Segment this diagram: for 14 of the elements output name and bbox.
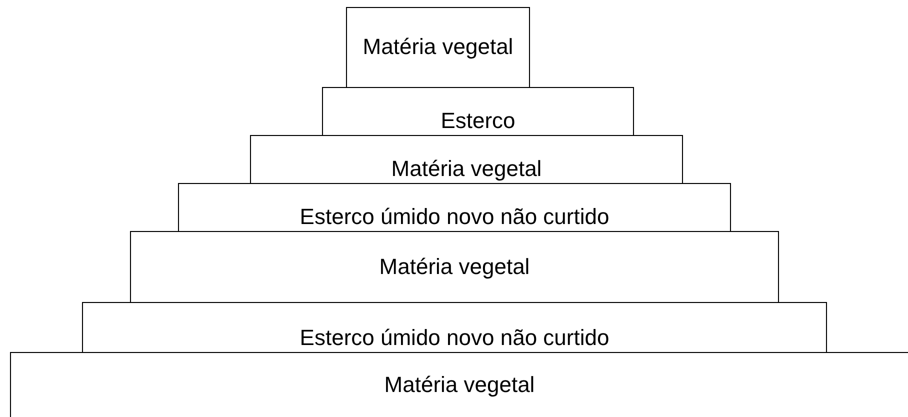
layer-label: Esterco <box>440 108 516 133</box>
pile-layer <box>250 135 683 184</box>
layer-label: Matéria vegetal <box>379 254 530 280</box>
pile-layer <box>178 183 731 232</box>
layer-label: Matéria vegetal <box>384 373 535 398</box>
pile-layer <box>82 302 827 353</box>
pile-layer <box>10 352 908 417</box>
pile-layer <box>130 231 779 303</box>
layer-label: Esterco úmido novo não curtido <box>300 326 610 350</box>
layer-label: Matéria vegetal <box>391 156 542 181</box>
layer-label: Esterco úmido novo não curtido <box>300 204 610 229</box>
pile-layer <box>322 87 634 136</box>
layer-label: Matéria vegetal <box>362 35 514 60</box>
pile-layer <box>346 7 530 88</box>
